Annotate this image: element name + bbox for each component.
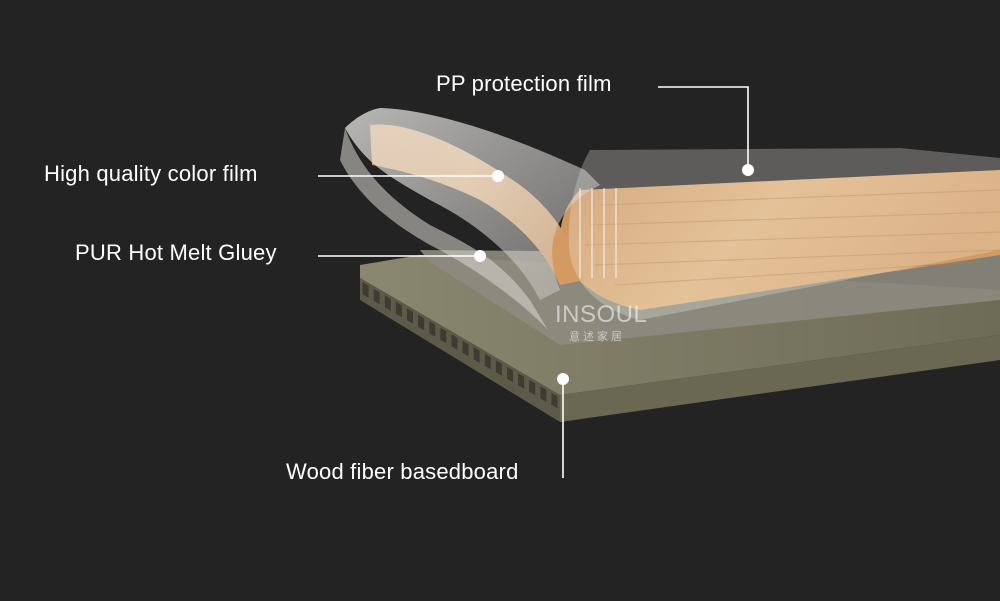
dot-wood xyxy=(557,373,569,385)
board-hollow-cell xyxy=(384,295,391,311)
leader-dots xyxy=(474,164,754,385)
leader-lines xyxy=(318,86,749,478)
board-hollow-cell xyxy=(362,282,369,298)
board-hollow-cell xyxy=(540,386,547,402)
board-hollow-cell xyxy=(507,366,513,383)
dot-color xyxy=(492,170,504,182)
glue-film-curl xyxy=(340,128,548,330)
board-hollow-cell xyxy=(462,340,469,357)
board-hollow-cell xyxy=(429,321,436,337)
board-hollow-cell xyxy=(373,288,380,305)
watermark-brand-text: INSOUL xyxy=(555,301,648,328)
pp-film-curl xyxy=(345,108,600,300)
dot-pp xyxy=(742,164,754,176)
board-hollow-cells xyxy=(362,282,558,409)
board-hollow-cell xyxy=(473,347,480,363)
label-pp-protection-film: PP protection film xyxy=(436,71,612,96)
board-hollow-cell xyxy=(484,353,491,370)
board-hollow-cell xyxy=(418,314,425,331)
wood-fiber-board-side xyxy=(560,335,1000,422)
color-film-layer xyxy=(560,170,1000,310)
board-hollow-cell xyxy=(518,373,525,389)
wood-grain-lines xyxy=(584,189,1000,286)
label-pur-glue: PUR Hot Melt Gluey xyxy=(75,240,277,265)
board-hollow-cell xyxy=(495,360,502,376)
watermark-brand: INSOUL 意述家居 xyxy=(555,303,647,343)
board-hollow-cell xyxy=(440,327,447,344)
pp-protection-film xyxy=(568,148,1000,320)
label-wood-fiber-board: Wood fiber basedboard xyxy=(286,459,519,484)
dot-pur xyxy=(474,250,486,262)
label-color-film: High quality color film xyxy=(44,161,258,186)
leader-pp xyxy=(658,86,749,170)
board-hollow-cell xyxy=(407,308,413,324)
watermark-subtitle: 意述家居 xyxy=(569,331,625,343)
board-hollow-cell xyxy=(551,392,558,409)
watermark-logo-mark xyxy=(579,188,617,278)
board-hollow-cell xyxy=(395,301,402,318)
board-hollow-cell xyxy=(529,379,536,396)
board-hollow-cell xyxy=(451,334,458,350)
